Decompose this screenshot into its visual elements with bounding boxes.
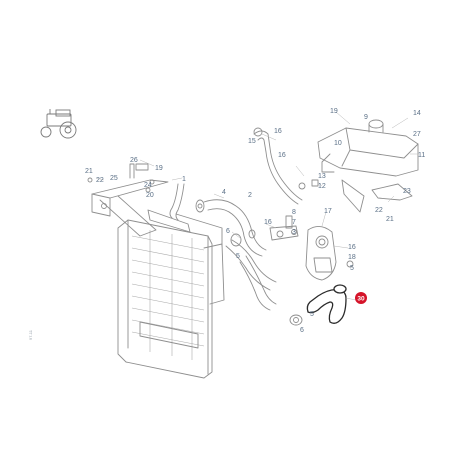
bracket-bar xyxy=(87,163,169,237)
callout-25: 25 xyxy=(110,175,118,182)
highlight-badge-30: 30 xyxy=(355,292,367,304)
callout-6: 6 xyxy=(226,228,230,235)
callout-9: 9 xyxy=(364,114,368,121)
callout-16: 16 xyxy=(274,128,282,135)
hose-fitting xyxy=(269,215,299,241)
callout-19: 19 xyxy=(155,165,163,172)
side-reference: 97-11 xyxy=(28,329,33,340)
callout-16: 16 xyxy=(348,244,356,251)
callout-23: 23 xyxy=(403,188,411,195)
expansion-tank xyxy=(317,119,419,213)
upper-hose xyxy=(195,199,267,257)
callout-1: 1 xyxy=(182,176,186,183)
callout-16: 16 xyxy=(264,219,272,226)
lower-hose-5 xyxy=(239,255,277,311)
callout-17: 17 xyxy=(324,208,332,215)
tractor-icon xyxy=(40,109,77,139)
deaeration-pipe xyxy=(253,127,319,205)
callout-15: 15 xyxy=(248,138,256,145)
callout-3: 3 xyxy=(292,229,296,236)
callout-5: 5 xyxy=(310,311,314,318)
thermostat-housing xyxy=(305,226,354,281)
callout-6: 6 xyxy=(300,327,304,334)
callout-14: 14 xyxy=(413,110,421,117)
callout-11: 11 xyxy=(418,152,425,159)
callout-2: 2 xyxy=(248,192,252,199)
callout-21: 21 xyxy=(85,168,93,175)
callout-4: 4 xyxy=(222,189,226,196)
callout-21: 21 xyxy=(386,216,394,223)
callout-7: 7 xyxy=(292,219,296,226)
callout-5: 5 xyxy=(350,265,354,272)
callout-18: 18 xyxy=(348,254,356,261)
callout-20: 20 xyxy=(146,192,154,199)
callout-22: 22 xyxy=(375,207,383,214)
highlighted-hose-30 xyxy=(289,284,347,326)
callout-labels: 19 14 9 27 15 16 10 16 11 26 19 21 25 22… xyxy=(85,108,425,334)
callout-24: 24 xyxy=(144,182,152,189)
callout-22: 22 xyxy=(96,177,104,184)
pipe-1 xyxy=(169,183,185,221)
lower-hose-2 xyxy=(225,229,277,291)
callout-19: 19 xyxy=(330,108,338,115)
callout-5: 5 xyxy=(236,253,240,260)
callout-10: 10 xyxy=(334,140,342,147)
callout-16: 16 xyxy=(278,152,286,159)
callout-13: 13 xyxy=(318,173,326,180)
svg-text:30: 30 xyxy=(357,296,365,303)
callout-27: 27 xyxy=(413,131,421,138)
callout-8: 8 xyxy=(292,209,296,216)
leader-lines xyxy=(95,111,418,301)
callout-26: 26 xyxy=(130,157,138,164)
radiator-assembly xyxy=(117,209,225,379)
callout-12: 12 xyxy=(318,183,326,190)
